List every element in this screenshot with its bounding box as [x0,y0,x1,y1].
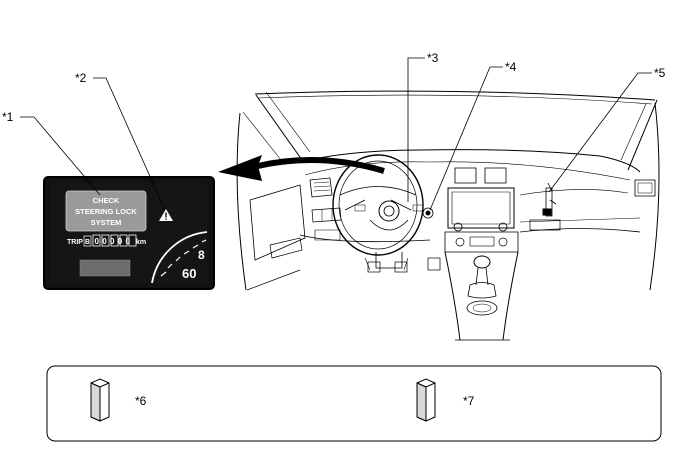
multi-info-screen [65,190,147,232]
legend-label-7: *7 [463,394,475,408]
part-block-icon [90,378,110,422]
callout-2: *2 [75,71,87,85]
callout-leaders [20,57,652,211]
left-arrow-icon [218,155,385,181]
trip-sub-label: B [85,239,90,246]
warning-triangle-icon [159,209,173,221]
callout-4: *4 [505,60,517,74]
odometer-digits: 00000 [95,237,134,246]
callout-3: *3 [427,51,439,65]
warning-text-line-3: SYSTEM [91,218,122,227]
legend-label-6: *6 [135,394,147,408]
speedometer-arc [151,231,208,284]
gauge-tick-60: 60 [182,266,196,281]
legend-box: *6 *7 [46,365,662,442]
instrument-cluster-inset: CHECK STEERING LOCK SYSTEM TRIP B 00000 … [43,176,215,290]
dashboard-illustration [236,90,660,341]
warning-text-line-2: STEERING LOCK [75,207,137,216]
legend-frame [46,365,662,442]
odometer-digit-boxes [92,234,137,247]
warning-text-line-1: CHECK [93,196,120,205]
trip-label: TRIP [67,239,83,246]
part-block-icon [416,378,436,422]
gauge-tick-8: 8 [198,248,205,262]
callout-1: *1 [2,110,14,124]
odometer-unit: km [136,239,146,246]
cluster-lower-display [79,259,131,277]
trip-sub-box [83,235,92,247]
callout-5: *5 [654,66,666,80]
